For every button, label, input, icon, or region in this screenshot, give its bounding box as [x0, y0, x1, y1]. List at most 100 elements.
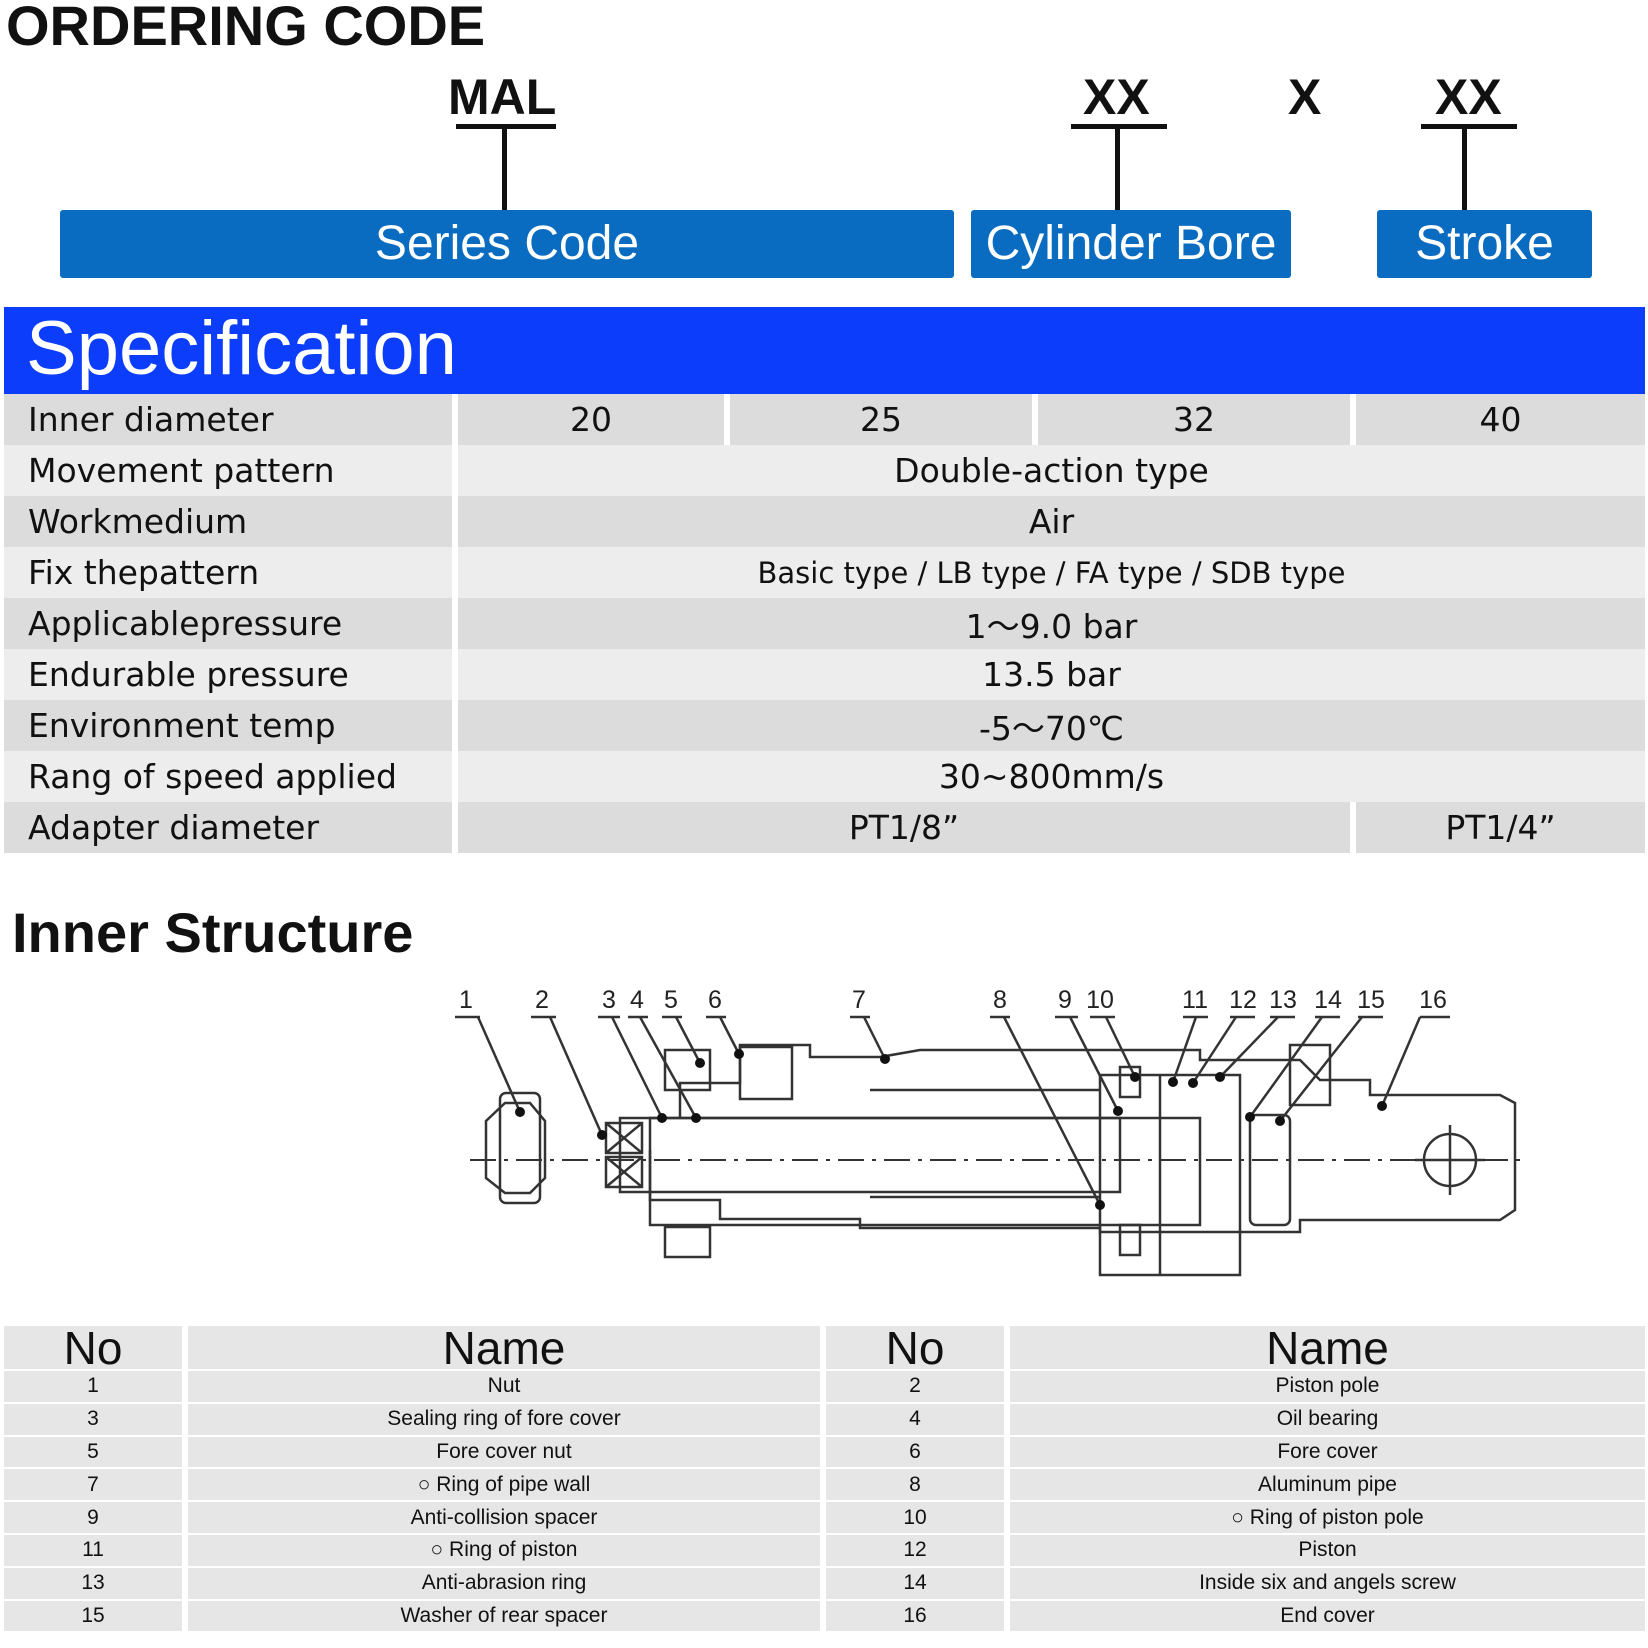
spec-label: Endurable pressure	[4, 649, 452, 700]
callout-label: 10	[1086, 986, 1114, 1014]
part-number: 14	[826, 1567, 1004, 1601]
part-name: Washer of rear spacer	[188, 1600, 820, 1634]
callout-label: 1	[459, 986, 473, 1014]
spec-row-movement-pattern: Movement pattern Double-action type	[4, 445, 1645, 496]
part-name: Anti-abrasion ring	[188, 1567, 820, 1601]
part-name: Fore cover	[1010, 1436, 1645, 1470]
parts-header-row: No Name No Name	[4, 1322, 1645, 1374]
part-number: 7	[4, 1469, 182, 1503]
part-number: 12	[826, 1534, 1004, 1568]
part-name: Aluminum pipe	[1010, 1469, 1645, 1503]
spec-value: 30~800mm/s	[458, 751, 1645, 802]
spec-value: 40	[1356, 394, 1645, 445]
cylinder-bore-box: Cylinder Bore	[971, 210, 1291, 278]
part-number: 3	[4, 1403, 182, 1437]
part-name: Piston	[1010, 1534, 1645, 1568]
spec-label: Workmedium	[4, 496, 452, 547]
spec-value: 20	[458, 394, 724, 445]
spec-row-adapter-diameter: Adapter diameter PT1/8” PT1/4”	[4, 802, 1645, 853]
callout-label: 8	[993, 986, 1007, 1014]
part-number: 6	[826, 1436, 1004, 1470]
part-name: Nut	[188, 1371, 820, 1404]
specification-header: Specification	[4, 307, 1645, 394]
spec-value: 1～9.0 bar	[458, 598, 1645, 649]
spec-value: Basic type / LB type / FA type / SDB typ…	[458, 547, 1645, 598]
callout-label: 3	[602, 986, 616, 1014]
part-name: Oil bearing	[1010, 1403, 1645, 1437]
part-name: Fore cover nut	[188, 1436, 820, 1470]
part-number: 16	[826, 1600, 1004, 1634]
part-name: Anti-collision spacer	[188, 1502, 820, 1535]
spec-label: Rang of speed applied	[4, 751, 452, 802]
inner-structure-title: Inner Structure	[12, 901, 414, 964]
part-number: 2	[826, 1371, 1004, 1404]
series-code-value: MAL	[448, 69, 557, 125]
part-name: ○ Ring of pipe wall	[188, 1469, 820, 1503]
callout-label: 4	[630, 986, 644, 1014]
stroke-box: Stroke	[1377, 210, 1592, 278]
spec-label: Applicablepressure	[4, 598, 452, 649]
spec-row-speed-range: Rang of speed applied 30~800mm/s	[4, 751, 1645, 802]
callout-label: 15	[1357, 986, 1385, 1014]
callout-label: 13	[1269, 986, 1297, 1014]
spec-label: Fix thepattern	[4, 547, 452, 598]
part-name: End cover	[1010, 1600, 1645, 1634]
spec-value: Air	[458, 496, 1645, 547]
column-header-no: No	[826, 1322, 1004, 1374]
code-separator: X	[1288, 69, 1322, 125]
callout-label: 6	[708, 986, 722, 1014]
spec-label: Environment temp	[4, 700, 452, 751]
callout-label: 12	[1229, 986, 1257, 1014]
spec-value: 13.5 bar	[458, 649, 1645, 700]
specification-table: Inner diameter 20 25 32 40 Movement patt…	[4, 394, 1645, 853]
callout-label: 11	[1182, 986, 1208, 1014]
column-header-name: Name	[1010, 1322, 1645, 1374]
spec-row-applicable-pressure: Applicablepressure 1～9.0 bar	[4, 598, 1645, 649]
part-number: 10	[826, 1502, 1004, 1535]
spec-row-environment-temp: Environment temp -5～70℃	[4, 700, 1645, 751]
part-name: Sealing ring of fore cover	[188, 1403, 820, 1437]
spec-row-workmedium: Workmedium Air	[4, 496, 1645, 547]
callout-label: 7	[852, 986, 866, 1014]
part-name: ○ Ring of piston pole	[1010, 1502, 1645, 1535]
spec-label: Inner diameter	[4, 394, 452, 445]
stroke-code-value: XX	[1435, 69, 1502, 125]
callout-label: 5	[664, 986, 678, 1014]
part-number: 8	[826, 1469, 1004, 1503]
part-number: 15	[4, 1600, 182, 1634]
column-header-no: No	[4, 1322, 182, 1374]
spec-value: -5～70℃	[458, 700, 1645, 751]
ordering-code-title: ORDERING CODE	[6, 0, 486, 57]
series-connector	[502, 124, 507, 212]
part-number: 5	[4, 1436, 182, 1470]
stroke-connector	[1462, 124, 1467, 212]
spec-value: Double-action type	[458, 445, 1645, 496]
series-code-box: Series Code	[60, 210, 954, 278]
spec-label: Movement pattern	[4, 445, 452, 496]
part-number: 9	[4, 1502, 182, 1535]
callout-label: 9	[1058, 986, 1072, 1014]
callout-label: 16	[1419, 986, 1447, 1014]
callout-label: 2	[535, 986, 549, 1014]
spec-row-inner-diameter: Inner diameter 20 25 32 40	[4, 394, 1645, 445]
column-header-name: Name	[188, 1322, 820, 1374]
callout-label: 14	[1314, 986, 1342, 1014]
spec-value: PT1/4”	[1356, 802, 1645, 853]
part-name: Inside six and angels screw	[1010, 1567, 1645, 1601]
spec-value: 32	[1038, 394, 1350, 445]
spec-row-fix-pattern: Fix thepattern Basic type / LB type / FA…	[4, 547, 1645, 598]
part-name: ○ Ring of piston	[188, 1534, 820, 1568]
cylinder-cross-section-diagram: 1 2 3 4 5 6 7 8 9 10 11 12 13 14 15 16	[455, 986, 1520, 1277]
spec-label: Adapter diameter	[4, 802, 452, 853]
spec-value: PT1/8”	[458, 802, 1350, 853]
